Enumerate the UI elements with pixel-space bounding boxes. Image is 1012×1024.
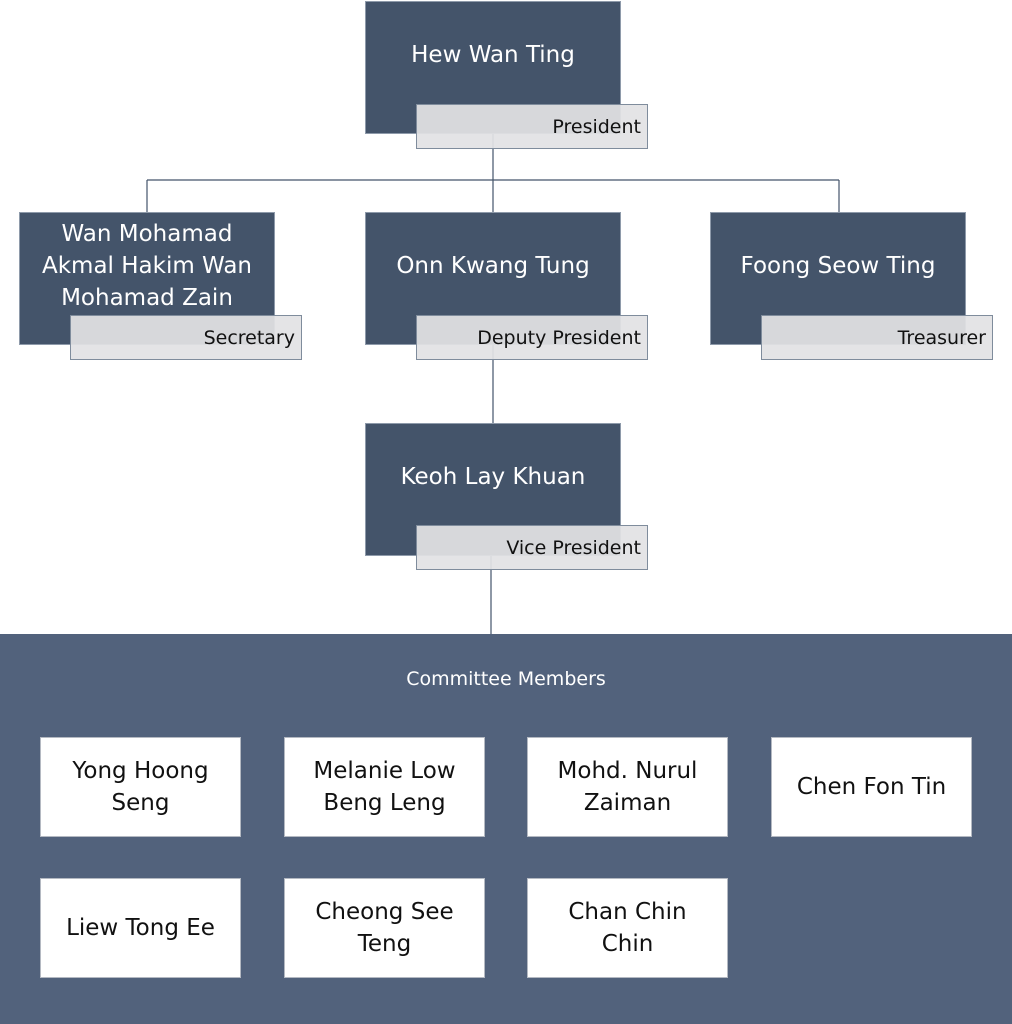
role-label-president: President: [416, 104, 648, 149]
node-name: Foong Seow Ting: [740, 253, 936, 279]
committee-panel: Committee Members Yong Hoong Seng Melani…: [0, 634, 1012, 1024]
committee-title: Committee Members: [406, 668, 606, 690]
role-label-treasurer: Treasurer: [761, 315, 993, 360]
node-name: Wan Mohamad Akmal Hakim Wan Mohamad Zain: [41, 221, 252, 311]
node-name: Keoh Lay Khuan: [400, 464, 586, 490]
node-name: Hew Wan Ting: [411, 42, 575, 68]
role-label-deputy-president: Deputy President: [416, 315, 648, 360]
member-card: Chen Fon Tin: [771, 737, 972, 837]
role-label-vice-president: Vice President: [416, 525, 648, 570]
member-card: Chan Chin Chin: [527, 878, 728, 978]
node-name: Onn Kwang Tung: [396, 253, 590, 279]
member-card: Cheong See Teng: [284, 878, 485, 978]
role-label-secretary: Secretary: [70, 315, 302, 360]
member-card: Melanie Low Beng Leng: [284, 737, 485, 837]
member-card: Liew Tong Ee: [40, 878, 241, 978]
member-card: Mohd. Nurul Zaiman: [527, 737, 728, 837]
member-card: Yong Hoong Seng: [40, 737, 241, 837]
